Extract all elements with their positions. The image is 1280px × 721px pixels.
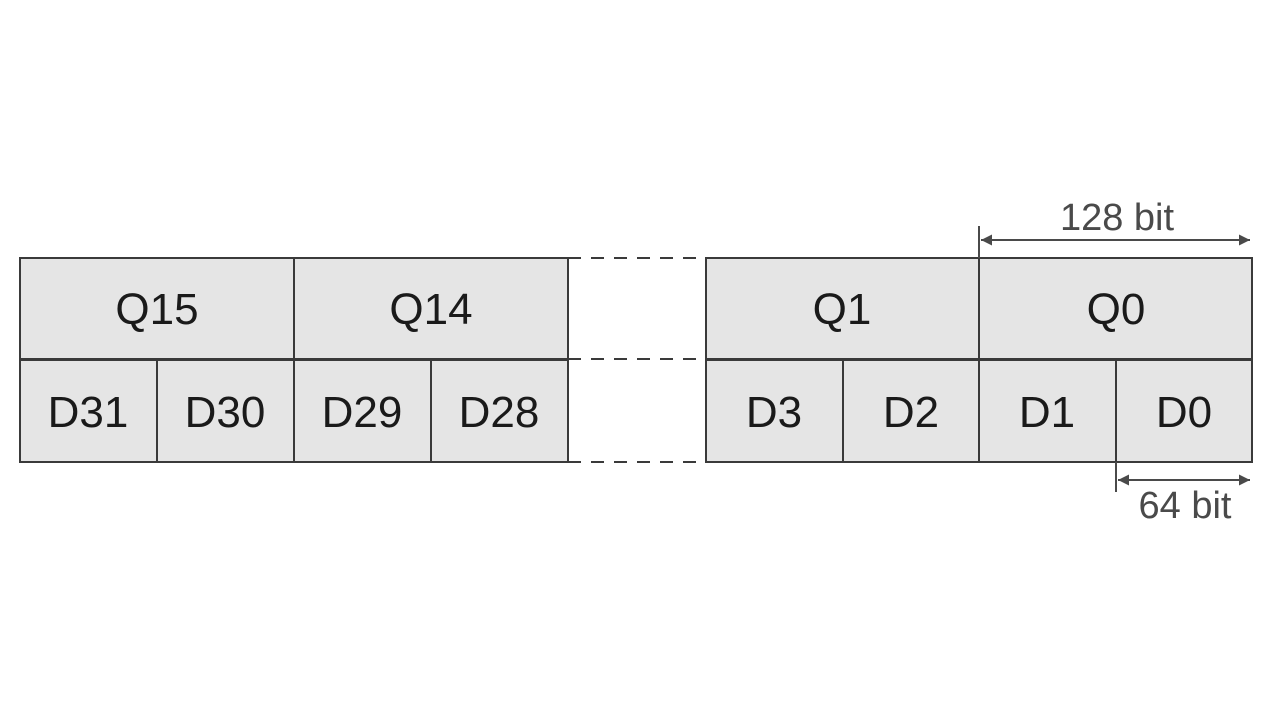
d-register-cell <box>705 359 844 463</box>
double-width-dimension: 64 bit <box>1115 462 1250 527</box>
d-register-cell <box>430 359 569 463</box>
quad-width-label: 128 bit <box>1060 197 1175 239</box>
d30-label: D30 <box>185 388 266 437</box>
d1-label: D1 <box>1019 388 1075 437</box>
q15-label: Q15 <box>115 285 198 334</box>
d29-label: D29 <box>322 388 403 437</box>
elided-registers-gap <box>568 257 706 463</box>
q14-label: Q14 <box>389 285 472 334</box>
right-register-block: Q1 Q0 D3 D2 D1 D0 <box>705 257 1253 463</box>
d-register-cell <box>842 359 980 463</box>
q-register-cell <box>705 257 980 360</box>
double-width-label: 64 bit <box>1139 485 1232 527</box>
d-register-cell <box>1115 359 1253 463</box>
q-register-cell <box>293 257 569 360</box>
d31-label: D31 <box>48 388 129 437</box>
quad-width-dimension: 128 bit <box>978 197 1250 258</box>
q0-label: Q0 <box>1087 285 1146 334</box>
d-register-cell <box>978 359 1117 463</box>
left-register-block: Q15 Q14 D31 D30 D29 D28 <box>19 257 569 463</box>
d0-label: D0 <box>1156 388 1212 437</box>
d2-label: D2 <box>883 388 939 437</box>
d3-label: D3 <box>746 388 802 437</box>
d-register-cell <box>293 359 432 463</box>
d-register-cell <box>19 359 158 463</box>
q1-label: Q1 <box>813 285 872 334</box>
q-register-cell <box>978 257 1253 360</box>
q-register-cell <box>19 257 295 360</box>
d28-label: D28 <box>459 388 540 437</box>
